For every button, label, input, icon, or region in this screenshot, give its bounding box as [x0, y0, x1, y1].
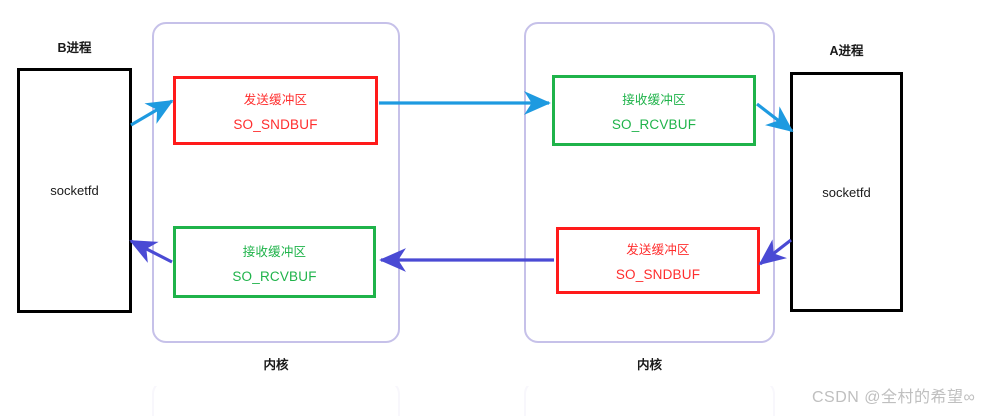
buffer-label-const: SO_RCVBUF — [232, 268, 317, 284]
process-box-a: socketfd — [790, 72, 903, 312]
buffer-label-const: SO_RCVBUF — [611, 117, 697, 132]
buffer-label-const: SO_SNDBUF — [615, 267, 701, 282]
faded-duplicate-strip: 发送缓冲区 SO_SNDBUF 接收缓冲区 SO_RCVBUF 接收缓冲区 SO… — [0, 386, 1008, 416]
buffer-box-send-a: 发送缓冲区 SO_SNDBUF — [556, 227, 760, 294]
process-box-b: socketfd — [17, 68, 132, 313]
buffer-label-zh: 发送缓冲区 — [626, 243, 690, 257]
kernel-label-left: 内核 — [263, 358, 289, 372]
buffer-label-zh: 接收缓冲区 — [622, 93, 686, 107]
process-body-b: socketfd — [50, 183, 99, 198]
buffer-box-send-b: 发送缓冲区 SO_SNDBUF — [173, 76, 378, 145]
process-title-b: B进程 — [57, 41, 92, 55]
ghost-kernel-right — [524, 386, 775, 416]
buffer-label-zh: 接收缓冲区 — [242, 244, 307, 259]
kernel-container-left — [152, 22, 400, 343]
csdn-watermark: CSDN @全村的希望∞ — [812, 389, 976, 406]
process-body-a: socketfd — [822, 184, 871, 200]
buffer-label-zh: 发送缓冲区 — [243, 93, 308, 107]
buffer-box-recv-b: 接收缓冲区 SO_RCVBUF — [173, 226, 376, 298]
ghost-kernel-left — [152, 386, 400, 416]
kernel-label-right: 内核 — [636, 358, 662, 372]
buffer-box-recv-a: 接收缓冲区 SO_RCVBUF — [552, 75, 756, 146]
buffer-label-const: SO_SNDBUF — [233, 117, 318, 132]
process-title-a: A进程 — [829, 44, 864, 58]
kernel-container-right — [524, 22, 775, 343]
